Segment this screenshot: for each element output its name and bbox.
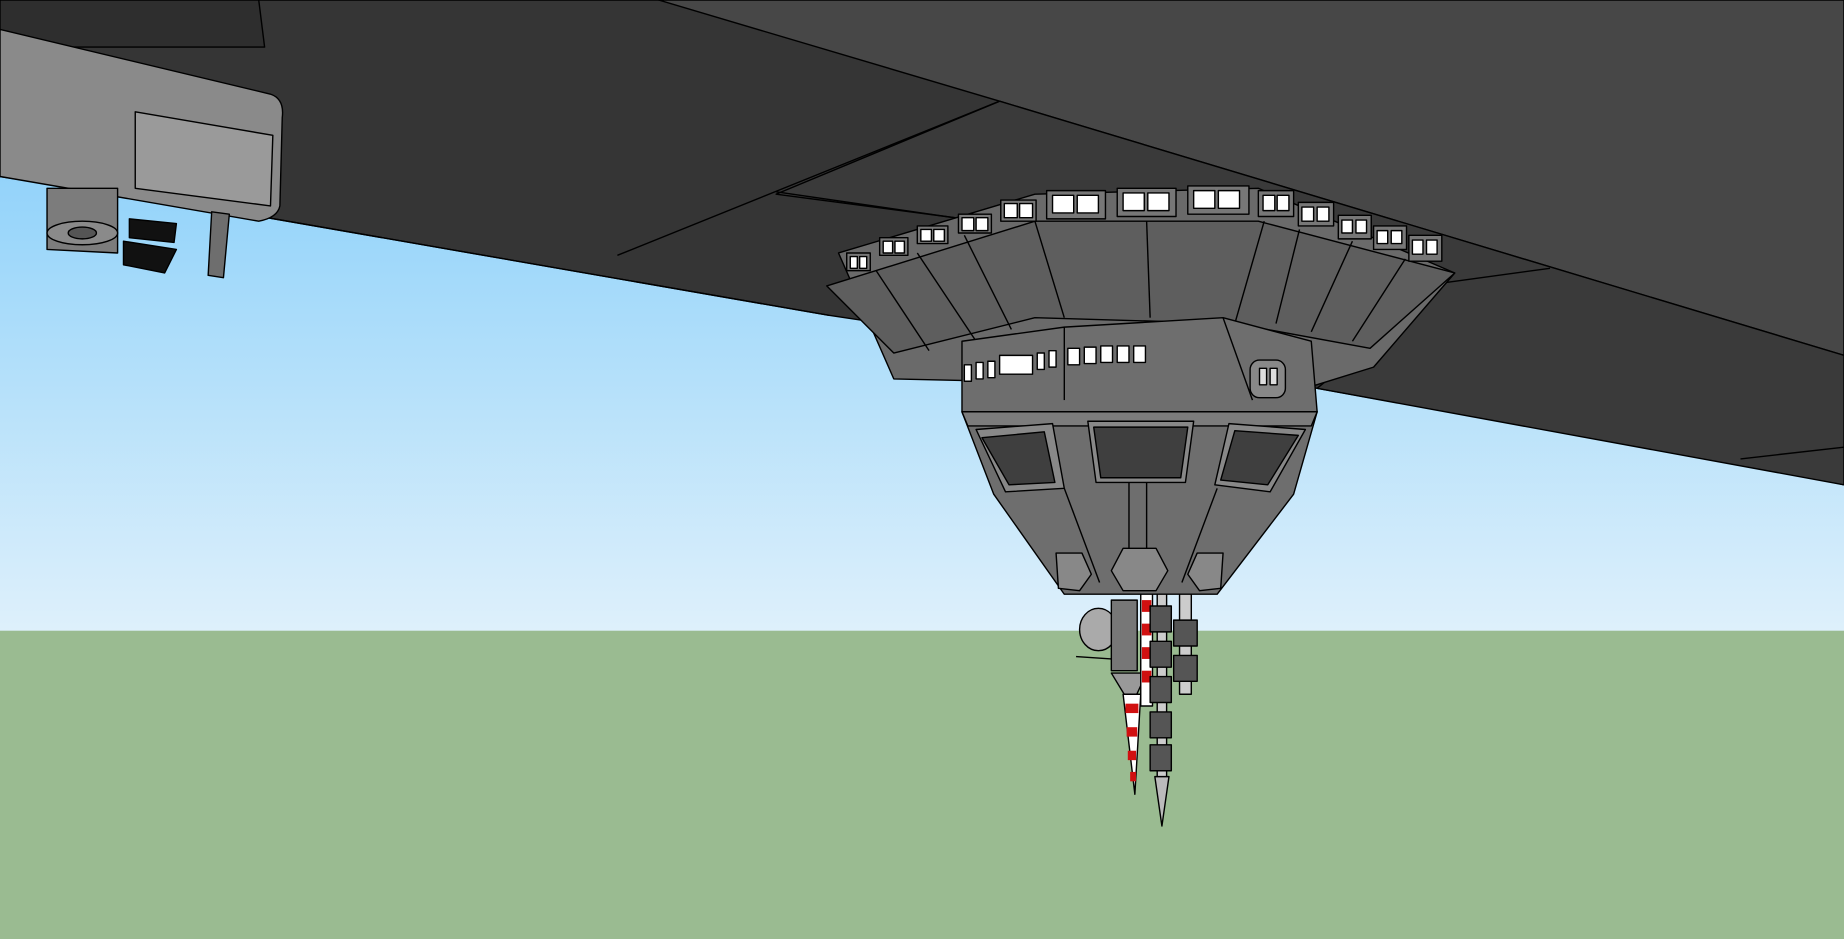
antenna-array xyxy=(1076,593,1198,827)
window-row-upper xyxy=(846,185,1443,272)
station-core xyxy=(961,317,1318,595)
engine-pod xyxy=(0,0,284,279)
spike-right xyxy=(1154,775,1170,827)
ring-panel-lines xyxy=(875,221,1406,352)
striped-spike-left xyxy=(1122,693,1142,795)
hatch xyxy=(1249,359,1287,399)
ground xyxy=(0,630,1844,939)
hex-panel xyxy=(1110,547,1169,592)
window-row-core xyxy=(963,345,1147,382)
